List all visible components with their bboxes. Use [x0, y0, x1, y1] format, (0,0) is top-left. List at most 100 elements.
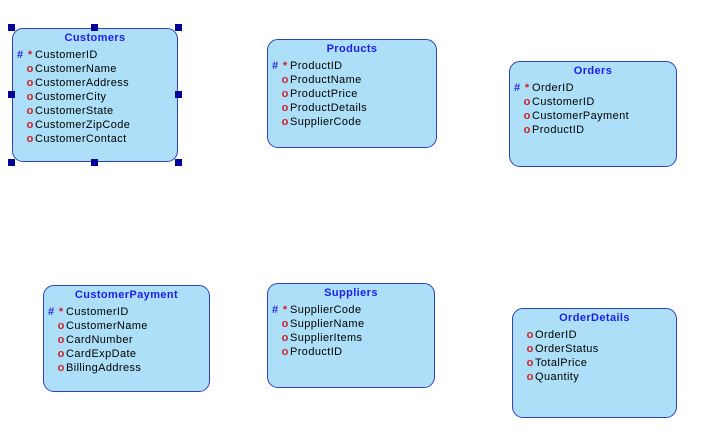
selection-handle-n[interactable] [91, 24, 98, 31]
o-marker: o [26, 77, 34, 89]
o-marker: o [281, 346, 289, 358]
field-row: o CardNumber [46, 333, 209, 347]
o-marker: o [26, 133, 34, 145]
field-label: SupplierName [290, 318, 365, 330]
field-label: OrderID [532, 82, 574, 94]
entity-orderdetails[interactable]: OrderDetails o OrderID o OrderStatus o T… [512, 308, 677, 418]
field-label: CustomerName [66, 320, 148, 332]
field-row: o SupplierItems [270, 331, 434, 345]
field-label: CustomerName [35, 63, 117, 75]
field-label: SupplierItems [290, 332, 363, 344]
field-label: CardNumber [66, 334, 133, 346]
o-marker: o [526, 371, 534, 383]
selection-handle-w[interactable] [8, 91, 15, 98]
o-marker: o [526, 329, 534, 341]
field-row: o OrderStatus [515, 342, 676, 356]
field-label: Quantity [535, 371, 580, 383]
field-list: o OrderID o OrderStatus o TotalPrice o Q… [513, 328, 676, 384]
field-label: ProductDetails [290, 102, 368, 114]
field-list: # * CustomerID o CustomerName o Customer… [13, 48, 177, 146]
hash-marker: # [271, 304, 279, 316]
field-row: o CustomerID [512, 95, 676, 109]
selection-handle-se[interactable] [175, 159, 182, 166]
field-row: o Quantity [515, 370, 676, 384]
field-label: BillingAddress [66, 362, 142, 374]
field-row: o CustomerPayment [512, 109, 676, 123]
selection-handle-sw[interactable] [8, 159, 15, 166]
selection-handle-nw[interactable] [8, 24, 15, 31]
field-label: CustomerID [35, 49, 98, 61]
field-label: SupplierCode [290, 304, 362, 316]
field-label: TotalPrice [535, 357, 588, 369]
field-label: CustomerID [66, 306, 129, 318]
field-row: o CustomerZipCode [15, 118, 177, 132]
selection-handle-ne[interactable] [175, 24, 182, 31]
star-marker: * [27, 49, 33, 61]
o-marker: o [281, 116, 289, 128]
field-label: CustomerState [35, 105, 114, 117]
field-label: CustomerAddress [35, 77, 130, 89]
o-marker: o [281, 332, 289, 344]
entity-title: Suppliers [324, 287, 378, 299]
entity-products[interactable]: Products # * ProductID o ProductName o P… [267, 39, 437, 148]
entity-customerpayment[interactable]: CustomerPayment # * CustomerID o Custome… [43, 285, 210, 392]
o-marker: o [57, 362, 65, 374]
field-label: OrderID [535, 329, 577, 341]
o-marker: o [26, 63, 34, 75]
selection-handle-e[interactable] [175, 91, 182, 98]
field-row: o CustomerState [15, 104, 177, 118]
field-row: # * CustomerID [15, 48, 177, 62]
field-label: ProductID [290, 60, 343, 72]
field-label: ProductID [532, 124, 585, 136]
field-list: # * CustomerID o CustomerName o CardNumb… [44, 305, 209, 375]
field-row: o ProductName [270, 73, 436, 87]
entity-title: Products [326, 43, 378, 55]
star-marker: * [282, 60, 288, 72]
o-marker: o [26, 119, 34, 131]
o-marker: o [281, 88, 289, 100]
field-list: # * OrderID o CustomerID o CustomerPayme… [510, 81, 676, 137]
entity-orders[interactable]: Orders # * OrderID o CustomerID o Custom… [509, 61, 677, 167]
hash-marker: # [513, 82, 521, 94]
field-label: ProductPrice [290, 88, 358, 100]
field-label: CustomerPayment [532, 110, 630, 122]
field-row: # * ProductID [270, 59, 436, 73]
field-label: CustomerID [532, 96, 595, 108]
field-row: # * SupplierCode [270, 303, 434, 317]
field-label: ProductID [290, 346, 343, 358]
field-row: o CustomerCity [15, 90, 177, 104]
field-label: CardExpDate [66, 348, 137, 360]
field-row: o CustomerContact [15, 132, 177, 146]
o-marker: o [526, 343, 534, 355]
o-marker: o [523, 96, 531, 108]
field-row: o ProductID [512, 123, 676, 137]
field-label: SupplierCode [290, 116, 362, 128]
entity-suppliers[interactable]: Suppliers # * SupplierCode o SupplierNam… [267, 283, 435, 388]
field-label: ProductName [290, 74, 362, 86]
entity-title: Customers [64, 32, 126, 44]
field-row: o TotalPrice [515, 356, 676, 370]
entity-customers[interactable]: Customers # * CustomerID o CustomerName … [8, 24, 182, 166]
star-marker: * [282, 304, 288, 316]
field-row: o CustomerAddress [15, 76, 177, 90]
o-marker: o [26, 91, 34, 103]
field-row: o CustomerName [46, 319, 209, 333]
selection-handle-s[interactable] [91, 159, 98, 166]
star-marker: * [58, 306, 64, 318]
entity-title: OrderDetails [559, 312, 630, 324]
hash-marker: # [47, 306, 55, 318]
star-marker: * [524, 82, 530, 94]
field-row: o SupplierName [270, 317, 434, 331]
o-marker: o [57, 348, 65, 360]
entity-title: CustomerPayment [74, 289, 179, 301]
o-marker: o [57, 320, 65, 332]
field-row: o CardExpDate [46, 347, 209, 361]
o-marker: o [526, 357, 534, 369]
field-row: o ProductPrice [270, 87, 436, 101]
hash-marker: # [271, 60, 279, 72]
o-marker: o [281, 102, 289, 114]
field-label: CustomerContact [35, 133, 127, 145]
o-marker: o [26, 105, 34, 117]
field-row: # * OrderID [512, 81, 676, 95]
